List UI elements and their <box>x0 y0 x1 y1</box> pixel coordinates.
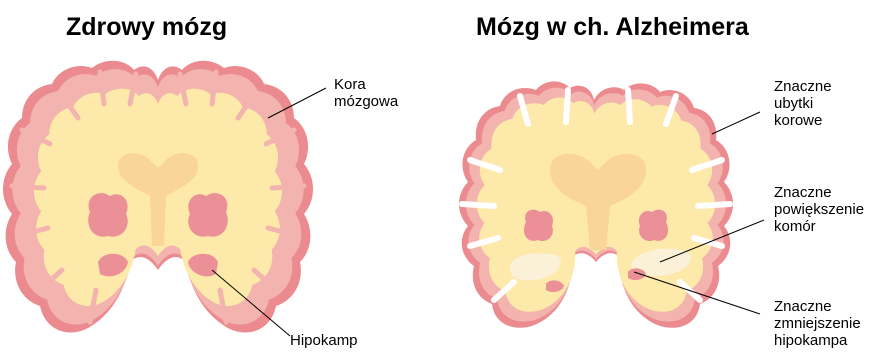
cortex-label-line-2: mózgowa <box>334 93 398 110</box>
hippocampus-shrink-label: Znaczne zmniejszenie hipokampa <box>774 298 861 349</box>
ventricles-label: Znaczne powiększenie komór <box>774 184 864 235</box>
cortical-loss-leader-line <box>712 112 760 134</box>
cortical-loss-line-3: korowe <box>774 112 832 129</box>
hippocampus-shrink-line-3: hipokampa <box>774 332 861 349</box>
ventricles-line-1: Znaczne <box>774 184 864 201</box>
ventricles-line-3: komór <box>774 218 864 235</box>
healthy-brain <box>3 61 313 333</box>
cortex-label: Kora mózgowa <box>334 76 398 110</box>
cortical-loss-label: Znaczne ubytki korowe <box>774 78 832 129</box>
hippocampus-shrink-line-1: Znaczne <box>774 298 861 315</box>
hippocampus-shrink-line-2: zmniejszenie <box>774 315 861 332</box>
cortical-loss-line-1: Znaczne <box>774 78 832 95</box>
ventricles-line-2: powiększenie <box>774 201 864 218</box>
hippocampus-label-text: Hipokamp <box>290 332 358 349</box>
cortical-loss-line-2: ubytki <box>774 95 832 112</box>
cortex-label-line-1: Kora <box>334 76 398 93</box>
hippocampus-label: Hipokamp <box>290 332 358 349</box>
